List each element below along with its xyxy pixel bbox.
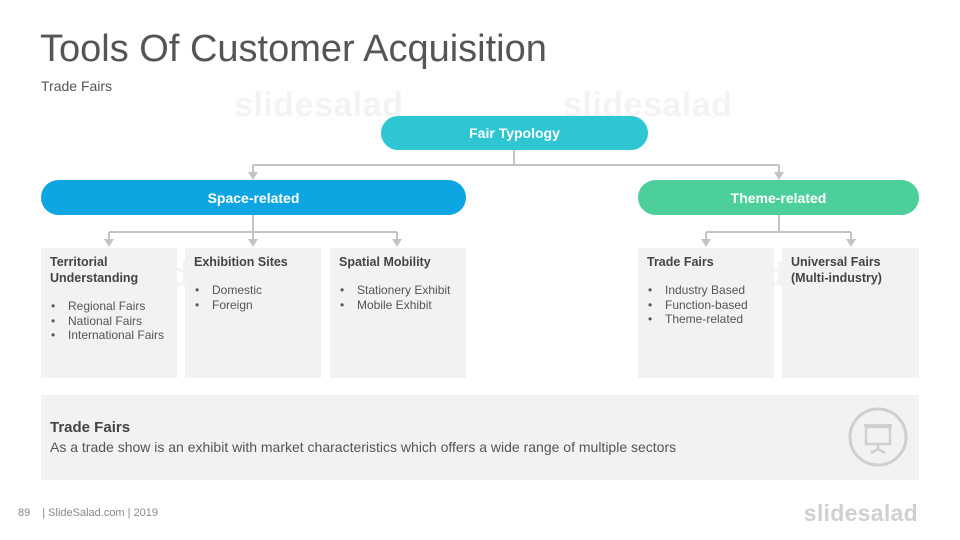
connector-space-items: [108, 215, 398, 241]
root-node-fair-typology: Fair Typology: [381, 116, 648, 150]
list-item: Domestic: [194, 283, 312, 298]
list-item: Function-based: [647, 298, 765, 313]
bullet-list: Domestic Foreign: [194, 283, 312, 312]
list-item: Mobile Exhibit: [339, 298, 457, 313]
connector-theme-items: [705, 215, 852, 241]
info-title: Trade Fairs: [50, 419, 131, 436]
connector-arrow: [846, 239, 856, 247]
footer: 89 | SlideSalad.com | 2019: [18, 507, 158, 519]
category-title: Territorial Understanding: [50, 255, 139, 285]
page-title: Tools Of Customer Acquisition: [40, 28, 547, 70]
list-item: Industry Based: [647, 283, 765, 298]
list-item: Theme-related: [647, 312, 765, 327]
category-box-exhibition-sites: Exhibition Sites Domestic Foreign: [185, 248, 321, 378]
connector-root-branches: [252, 150, 780, 174]
bullet-list: Industry Based Function-based Theme-rela…: [647, 283, 765, 327]
category-box-universal-fairs: Universal Fairs (Multi-industry): [782, 248, 919, 378]
presentation-board-icon: [848, 407, 908, 467]
category-title: Trade Fairs: [647, 255, 714, 269]
page-number: 89: [18, 507, 31, 519]
list-item: International Fairs: [50, 328, 168, 343]
page-subtitle: Trade Fairs: [41, 78, 113, 94]
connector-arrow: [248, 239, 258, 247]
watermark: slidesalad: [234, 86, 403, 125]
category-box-territorial: Territorial Understanding Regional Fairs…: [41, 248, 177, 378]
connector-arrow: [701, 239, 711, 247]
list-item: Regional Fairs: [50, 299, 168, 314]
category-title: Exhibition Sites: [194, 255, 288, 269]
info-text: As a trade show is an exhibit with marke…: [50, 439, 677, 455]
bullet-list: Regional Fairs National Fairs Internatio…: [50, 299, 168, 343]
connector-arrow: [248, 172, 258, 180]
category-title: Spatial Mobility: [339, 255, 431, 269]
category-title: Universal Fairs (Multi-industry): [791, 255, 882, 285]
brand-logo: slidesalad: [803, 500, 918, 526]
info-panel: Trade Fairs As a trade show is an exhibi…: [41, 395, 919, 480]
connector-arrow: [774, 172, 784, 180]
branch-node-space-related: Space-related: [41, 180, 466, 215]
connector-arrow: [392, 239, 402, 247]
connector-arrow: [104, 239, 114, 247]
list-item: Foreign: [194, 298, 312, 313]
footer-text: | SlideSalad.com | 2019: [42, 507, 159, 519]
list-item: National Fairs: [50, 314, 168, 329]
bullet-list: Stationery Exhibit Mobile Exhibit: [339, 283, 457, 312]
category-box-spatial-mobility: Spatial Mobility Stationery Exhibit Mobi…: [330, 248, 466, 378]
list-item: Stationery Exhibit: [339, 283, 457, 298]
branch-node-theme-related: Theme-related: [638, 180, 919, 215]
category-box-trade-fairs: Trade Fairs Industry Based Function-base…: [638, 248, 774, 378]
